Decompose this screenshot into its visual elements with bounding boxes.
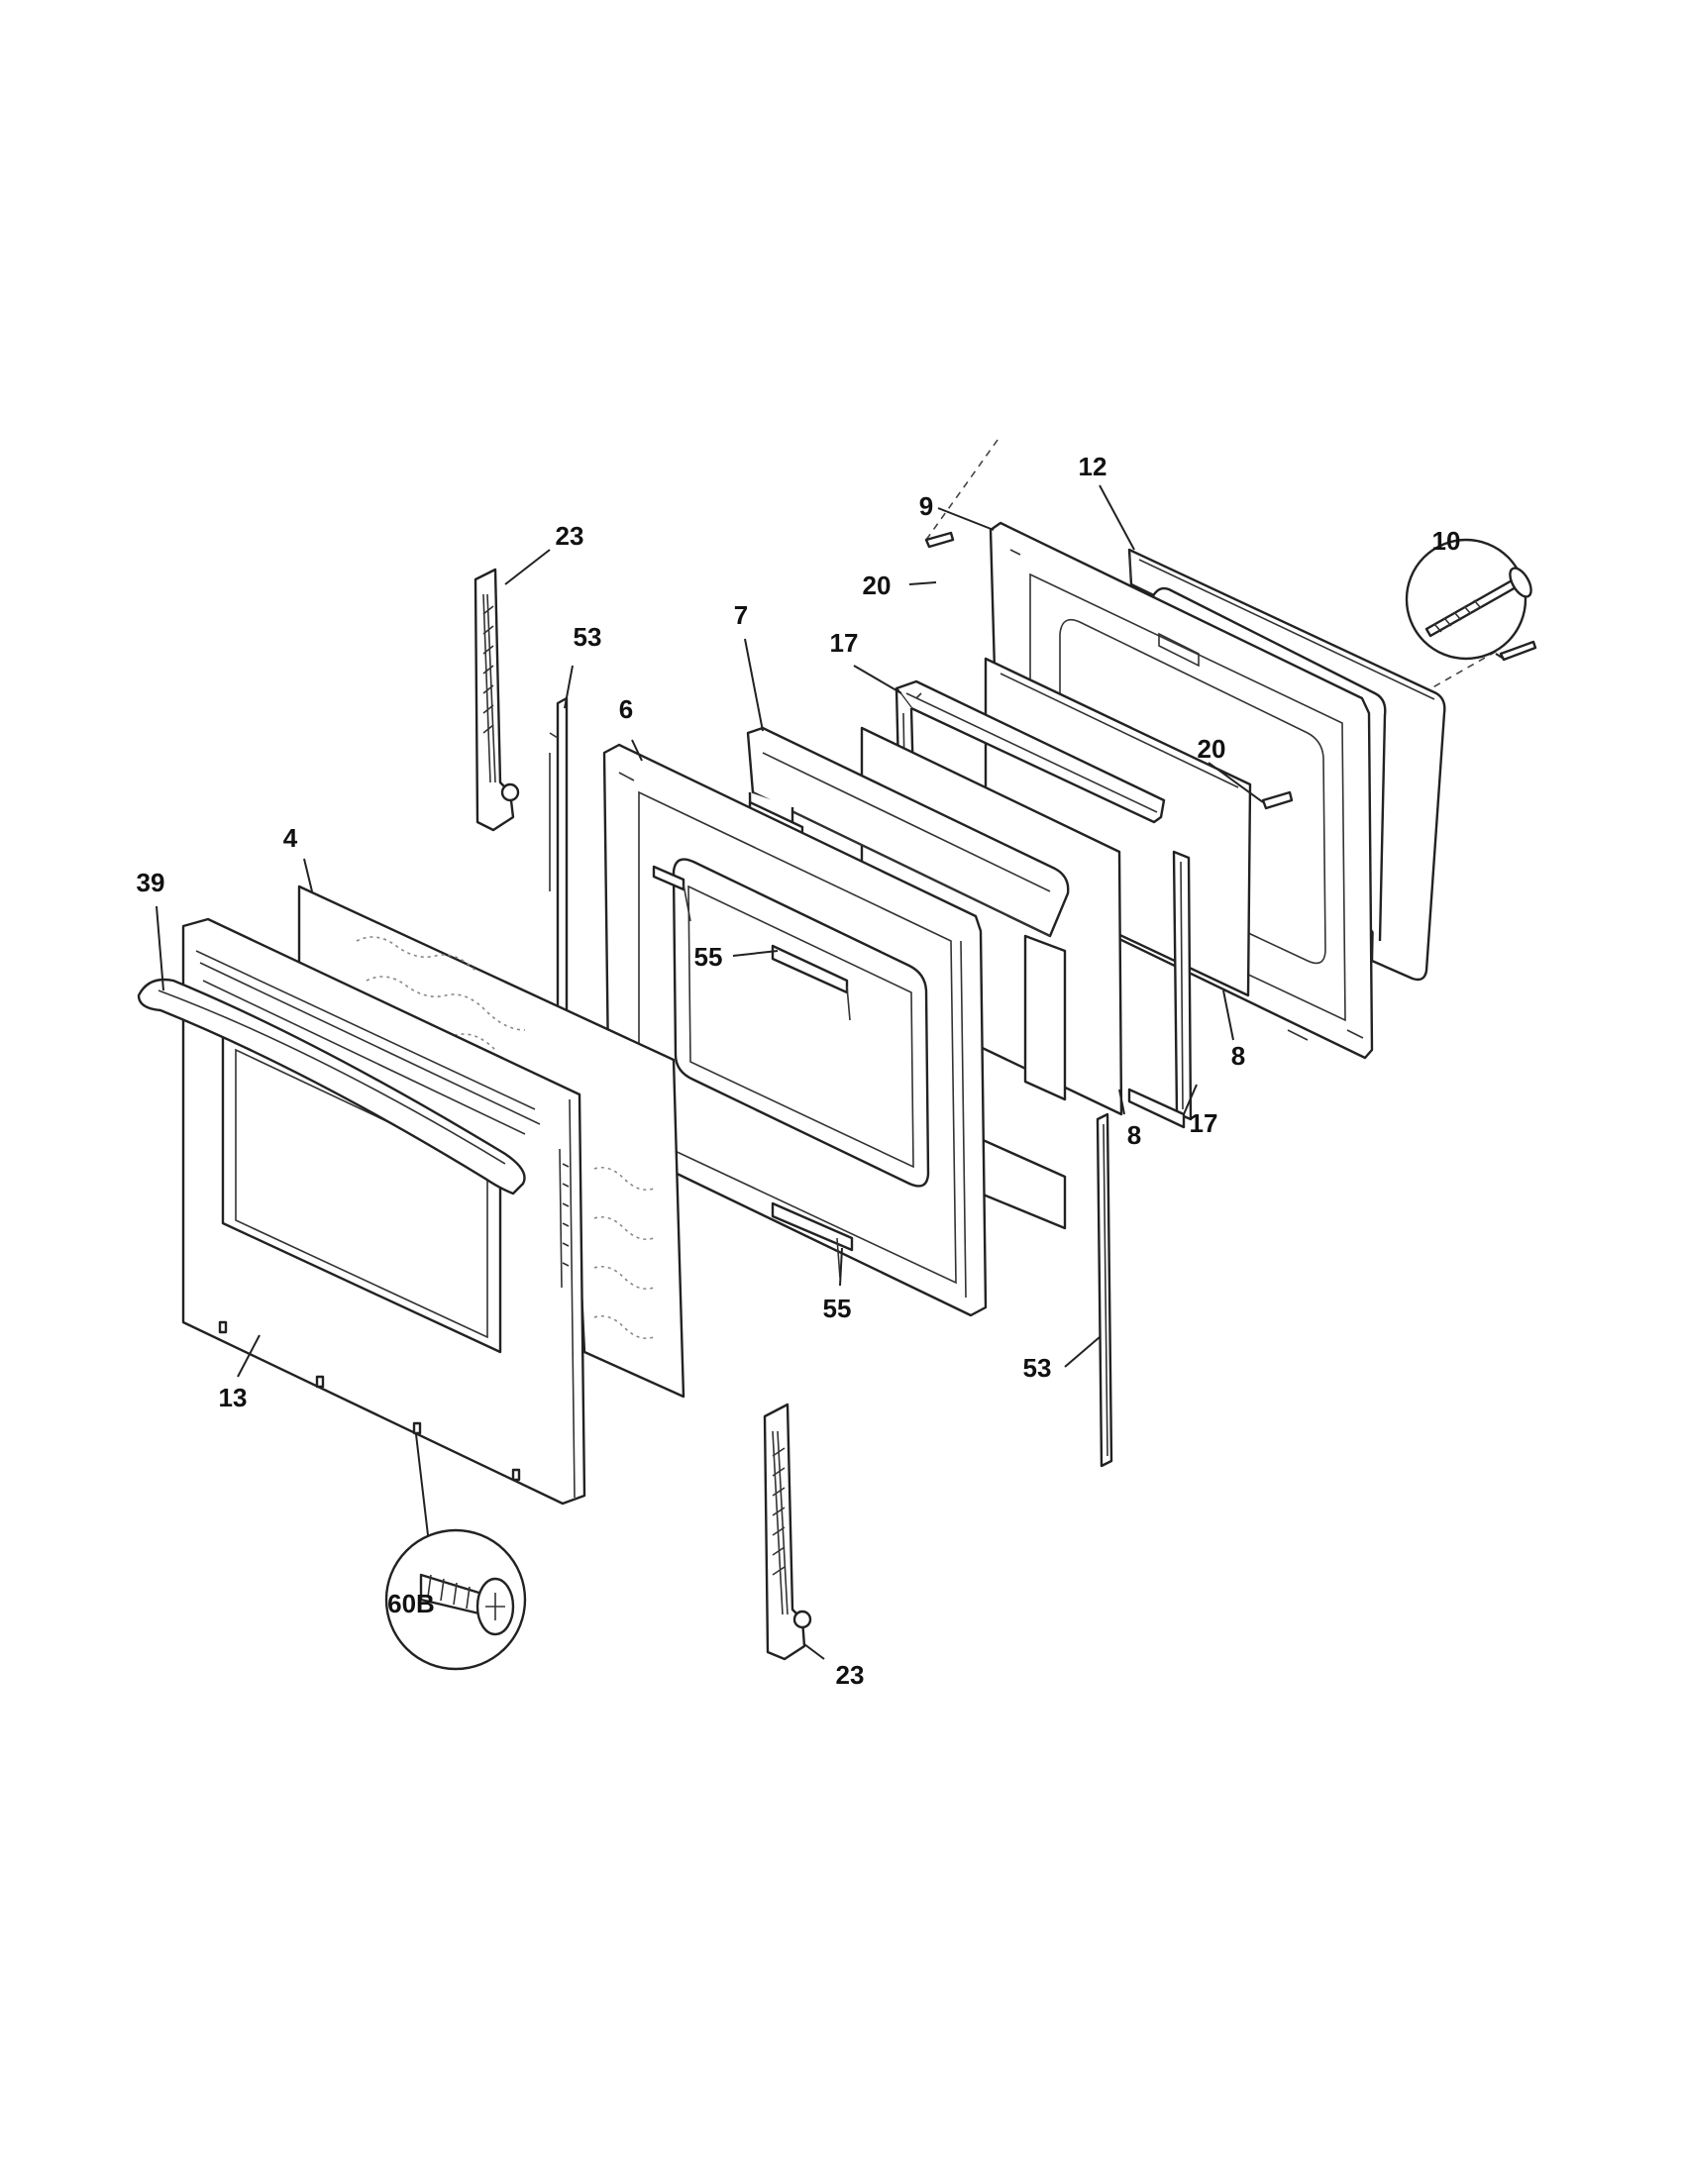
label-17-top: 17 [830, 628, 859, 658]
hinge-23-bottom [763, 1403, 812, 1661]
pin-20-top [924, 531, 955, 549]
label-55-top: 55 [694, 942, 723, 972]
label-20-right: 20 [1198, 734, 1226, 764]
label-8-mid: 8 [1127, 1120, 1141, 1150]
label-53-bottom: 53 [1023, 1353, 1052, 1383]
label-8-right: 8 [1231, 1041, 1245, 1071]
door-screws [218, 1320, 521, 1482]
label-23-top: 23 [556, 521, 584, 551]
label-55-bottom: 55 [823, 1294, 852, 1323]
label-17-bottom: 17 [1190, 1108, 1218, 1138]
label-12: 12 [1079, 452, 1107, 481]
label-9: 9 [919, 491, 933, 521]
label-23-bottom: 23 [836, 1660, 865, 1690]
label-7: 7 [734, 600, 748, 630]
label-10: 10 [1432, 526, 1461, 556]
leader-lines [156, 484, 1264, 1660]
side-trim-53-right [1096, 1112, 1113, 1468]
bracket-55-top [652, 865, 851, 1021]
hinge-23-top [474, 568, 520, 832]
label-4: 4 [283, 823, 298, 853]
label-13: 13 [219, 1383, 248, 1412]
label-20-top: 20 [863, 571, 892, 600]
label-6: 6 [619, 694, 633, 724]
detail-circle-60b [384, 1528, 527, 1671]
label-53-top: 53 [574, 622, 602, 652]
pin-20-right [1261, 790, 1294, 810]
label-39: 39 [137, 868, 165, 897]
label-60b: 60B [387, 1589, 435, 1618]
door-handle-39 [137, 978, 526, 1196]
glass-frame-rail-17 [1127, 850, 1193, 1129]
detail-circle-10 [1405, 538, 1537, 662]
assembly-axis-pin [925, 435, 1001, 541]
door-liner-frame-6 [602, 743, 988, 1317]
callout-labels: 23 53 7 17 9 20 12 10 6 4 39 55 20 8 8 1… [137, 452, 1461, 1690]
bracket-55-bottom [771, 1201, 854, 1279]
